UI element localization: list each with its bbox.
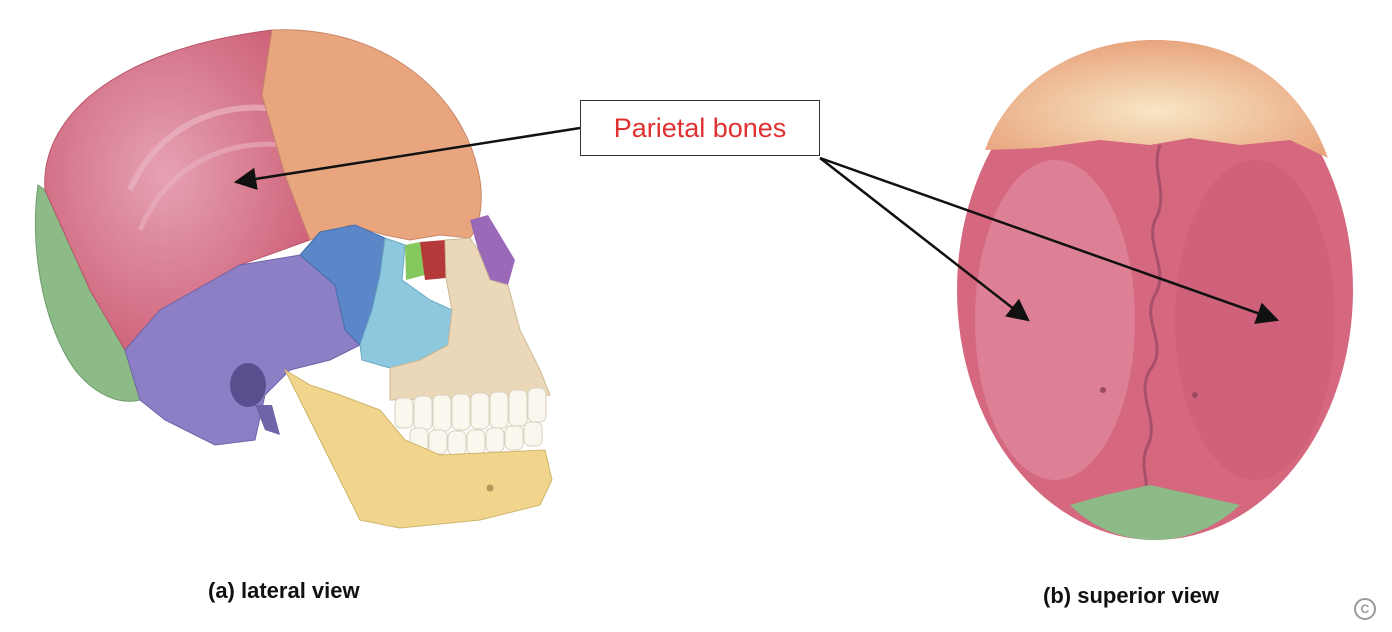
- occipital-bone-lateral: [34, 184, 141, 402]
- frontal-bone-lateral: [261, 29, 482, 241]
- temporal-line-upper: [127, 104, 281, 192]
- ethmoid-bone-lateral: [405, 242, 425, 280]
- parietal-bones-label: Parietal bones: [580, 100, 820, 156]
- copyright-symbol: C: [1360, 602, 1370, 616]
- arrow-to-superior-right-parietal: [819, 156, 1280, 324]
- parietal-foramen-right: [1192, 392, 1198, 398]
- sagittal-suture: [1142, 144, 1163, 496]
- superior-view-caption: (b) superior view: [1043, 583, 1220, 608]
- lateral-skull: [34, 29, 553, 529]
- temporal-line-lower: [137, 141, 286, 231]
- temporal-bone-lateral: [124, 254, 361, 446]
- mastoid-process: [255, 405, 280, 435]
- maxilla-lateral: [389, 237, 551, 401]
- mandible-lateral: [283, 368, 553, 529]
- parietal-left-superior: [975, 160, 1135, 480]
- parietal-foramen-left: [1100, 387, 1106, 393]
- parietal-right-superior: [1175, 160, 1335, 480]
- mental-foramen: [486, 484, 494, 492]
- lateral-view-caption: (a) lateral view: [208, 578, 360, 603]
- superior-skull-outline: [957, 40, 1353, 540]
- arrow-to-superior-left-parietal: [819, 157, 1030, 322]
- lacrimal-bone-lateral: [420, 240, 446, 280]
- arrow-to-lateral-parietal: [233, 126, 581, 190]
- nasal-bone-lateral: [470, 215, 515, 285]
- superior-skull: [957, 40, 1353, 540]
- copyright-icon: C: [1354, 598, 1376, 620]
- occipital-bone-superior: [1070, 485, 1240, 540]
- frontal-bone-superior: [985, 40, 1328, 158]
- external-acoustic-meatus: [230, 363, 266, 407]
- teeth-row: [394, 387, 547, 456]
- parietal-bones-label-text: Parietal bones: [613, 112, 787, 143]
